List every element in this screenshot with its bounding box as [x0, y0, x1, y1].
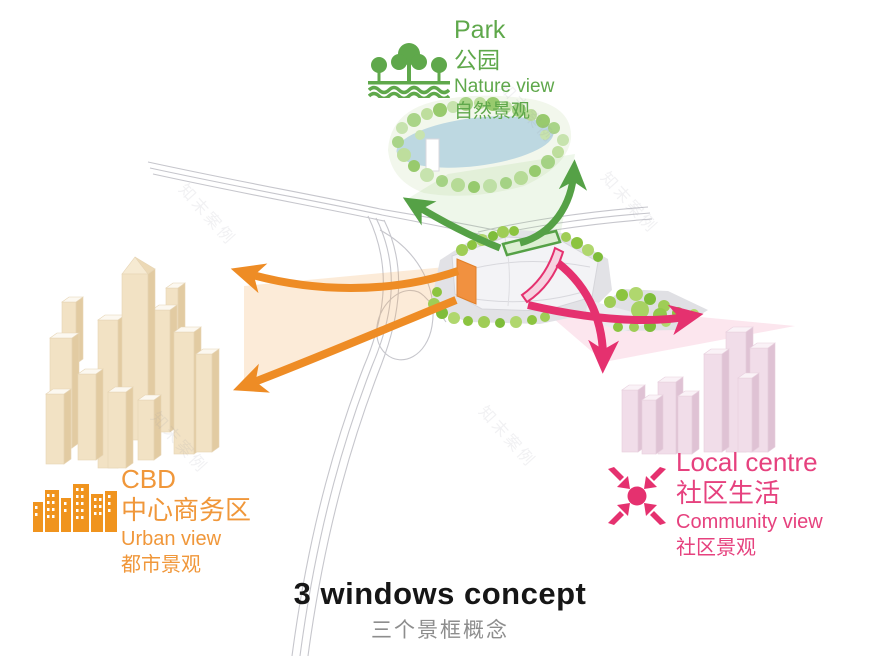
local-name: Local centre — [676, 447, 818, 477]
orange-view-cone — [244, 266, 456, 388]
local-view-zh: 社区景观 — [676, 537, 756, 559]
park-view-zh: 自然景观 — [454, 101, 531, 122]
cbd-name: CBD — [121, 464, 176, 494]
trees-water-icon — [368, 43, 450, 98]
local-name-zh: 社区生活 — [676, 478, 781, 508]
local-centre-label: Local centre 社区生活 Community view 社区景观 — [676, 447, 823, 561]
converging-arrows-icon — [608, 467, 666, 525]
svg-text:知末案例: 知末案例 — [175, 181, 239, 250]
page-title: 3 windows concept — [293, 576, 587, 611]
pink-arrow-down — [555, 259, 620, 374]
park-view: Nature view — [454, 76, 555, 97]
cbd-label: CBD 中心商务区 Urban view 都市景观 — [121, 464, 251, 578]
park-trees — [392, 97, 569, 193]
orange-arrow-lower — [233, 296, 458, 393]
page-subtitle: 三个景框概念 — [371, 619, 509, 642]
cbd-towers — [45, 256, 220, 469]
green-arrow-left — [402, 197, 502, 252]
cbd-name-zh: 中心商务区 — [121, 495, 252, 525]
park-name-zh: 公园 — [454, 47, 500, 73]
park-name: Park — [454, 16, 506, 44]
cbd-view-zh: 都市景观 — [121, 554, 201, 576]
park-building — [425, 138, 440, 172]
svg-text:知末案例: 知末案例 — [597, 169, 661, 238]
park-label: Park 公园 Nature view 自然景观 — [454, 16, 554, 124]
local-view: Community view — [676, 511, 823, 533]
orange-window — [456, 258, 477, 305]
local-centre-towers — [621, 326, 776, 455]
orange-arrow-upper — [230, 263, 460, 294]
city-skyline-icon — [33, 484, 117, 532]
pink-arrow-right — [527, 301, 704, 336]
cbd-view: Urban view — [121, 528, 222, 550]
svg-text:知末案例: 知末案例 — [475, 403, 539, 472]
pink-window — [520, 246, 565, 304]
green-view-cone — [404, 154, 575, 247]
park-site — [388, 95, 572, 196]
green-arrow-right — [518, 159, 588, 247]
